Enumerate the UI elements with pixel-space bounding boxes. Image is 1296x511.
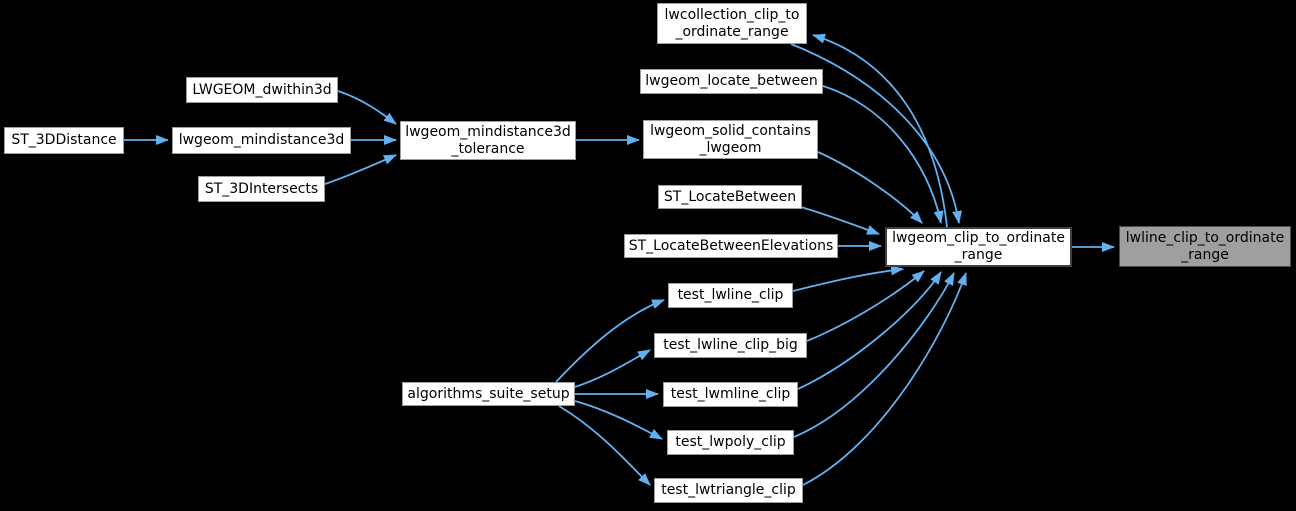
graph-node-algorithms_suite_setup[interactable]: algorithms_suite_setup xyxy=(402,382,575,406)
graph-node-label: ST_LocateBetweenElevations xyxy=(628,237,834,254)
graph-node-lwgeom_clip_to_ordinate_range[interactable]: lwgeom_clip_to_ordinate_range xyxy=(885,227,1072,267)
graph-node-label: ST_3DDistance xyxy=(11,132,117,148)
graph-node-label: test_lwmline_clip xyxy=(670,386,791,402)
graph-node-lwgeom_mindistance3d[interactable]: lwgeom_mindistance3d xyxy=(172,127,351,154)
edge-test_lwline_clip-to-lwgeom_clip_to_ordinate_range xyxy=(792,265,904,292)
graph-node-label: test_lwtriangle_clip xyxy=(661,482,796,498)
edge-lwgeom_locate_between-to-lwgeom_clip_to_ordinate_range xyxy=(822,85,944,224)
graph-node-label: LWGEOM_dwithin3d xyxy=(192,81,332,98)
edge-ST_LocateBetween-to-lwgeom_clip_to_ordinate_range xyxy=(800,206,880,235)
edge-ST_3DIntersects-to-lwgeom_mindistance3d_tolerance xyxy=(324,154,397,185)
edge-test_lwline_clip_big-to-lwgeom_clip_to_ordinate_range xyxy=(806,270,925,342)
graph-node-label: lwgeom_clip_to_ordinate xyxy=(892,230,1065,246)
graph-node-lwgeom_locate_between[interactable]: lwgeom_locate_between xyxy=(640,69,823,94)
graph-node-label: test_lwline_clip xyxy=(677,287,784,303)
graph-node-label: _range xyxy=(954,247,1003,263)
graph-node-test_lwline_clip[interactable]: test_lwline_clip xyxy=(668,283,793,308)
edge-lwcollection_clip_to_ordinate_range-to-lwgeom_clip_to_ordinate_range xyxy=(790,43,962,224)
graph-node-ST_LocateBetween[interactable]: ST_LocateBetween xyxy=(658,185,802,209)
graph-node-label: _lwgeom xyxy=(699,139,762,156)
graph-node-ST_LocateBetweenElevations[interactable]: ST_LocateBetweenElevations xyxy=(624,234,838,258)
graph-node-label: lwgeom_locate_between xyxy=(645,73,818,89)
graph-node-ST_3DIntersects[interactable]: ST_3DIntersects xyxy=(198,176,325,202)
graph-node-ST_3DDistance[interactable]: ST_3DDistance xyxy=(4,127,124,154)
graph-node-label: ST_3DIntersects xyxy=(204,180,319,197)
graph-node-label: lwgeom_mindistance3d xyxy=(405,123,571,140)
graph-node-lwgeom_mindistance3d_tolerance[interactable]: lwgeom_mindistance3d_tolerance xyxy=(400,121,576,160)
graph-node-test_lwline_clip_big[interactable]: test_lwline_clip_big xyxy=(654,333,807,358)
edge-algorithms_suite_setup-to-test_lwtriangle_clip xyxy=(558,405,651,486)
graph-node-label: test_lwpoly_clip xyxy=(675,434,786,450)
edge-test_lwmline_clip-to-lwgeom_clip_to_ordinate_range xyxy=(797,271,942,390)
graph-node-label: lwcollection_clip_to xyxy=(664,6,800,23)
edge-algorithms_suite_setup-to-test_lwline_clip_big xyxy=(574,349,651,388)
edge-algorithms_suite_setup-to-test_lwline_clip xyxy=(555,299,665,383)
graph-node-LWGEOM_dwithin3d[interactable]: LWGEOM_dwithin3d xyxy=(186,77,338,103)
graph-node-label: lwline_clip_to_ordinate xyxy=(1125,229,1285,246)
graph-node-label: lwgeom_solid_contains xyxy=(650,122,811,139)
edge-algorithms_suite_setup-to-test_lwpoly_clip xyxy=(574,400,663,440)
edge-lwgeom_solid_contains_lwgeom-to-lwgeom_clip_to_ordinate_range xyxy=(817,151,923,224)
graph-node-label: lwgeom_mindistance3d xyxy=(178,132,345,148)
edge-LWGEOM_dwithin3d-to-lwgeom_mindistance3d_tolerance xyxy=(337,90,397,125)
graph-node-test_lwtriangle_clip[interactable]: test_lwtriangle_clip xyxy=(654,478,803,503)
graph-node-test_lwpoly_clip[interactable]: test_lwpoly_clip xyxy=(667,430,794,455)
graph-node-label: algorithms_suite_setup xyxy=(407,385,570,402)
graph-node-label: ST_LocateBetween xyxy=(663,188,797,205)
graph-node-test_lwmline_clip[interactable]: test_lwmline_clip xyxy=(663,382,798,407)
graph-node-label: _ordinate_range xyxy=(675,23,789,40)
graph-node-lwgeom_solid_contains_lwgeom[interactable]: lwgeom_solid_contains_lwgeom xyxy=(643,120,818,159)
edge-test_lwpoly_clip-to-lwgeom_clip_to_ordinate_range xyxy=(793,272,955,438)
graph-node-label: _tolerance xyxy=(451,140,525,157)
graph-node-label: _range xyxy=(1181,246,1229,263)
graph-node-lwcollection_clip_to_ordinate_range[interactable]: lwcollection_clip_to_ordinate_range xyxy=(657,3,807,44)
edge-lwgeom_clip_to_ordinate_range-to-lwcollection_clip_to_ordinate_range xyxy=(812,33,948,228)
graph-node-lwline_clip_to_ordinate_range: lwline_clip_to_ordinate_range xyxy=(1119,226,1291,267)
graph-node-label: test_lwline_clip_big xyxy=(663,337,798,353)
edge-test_lwtriangle_clip-to-lwgeom_clip_to_ordinate_range xyxy=(802,272,967,486)
